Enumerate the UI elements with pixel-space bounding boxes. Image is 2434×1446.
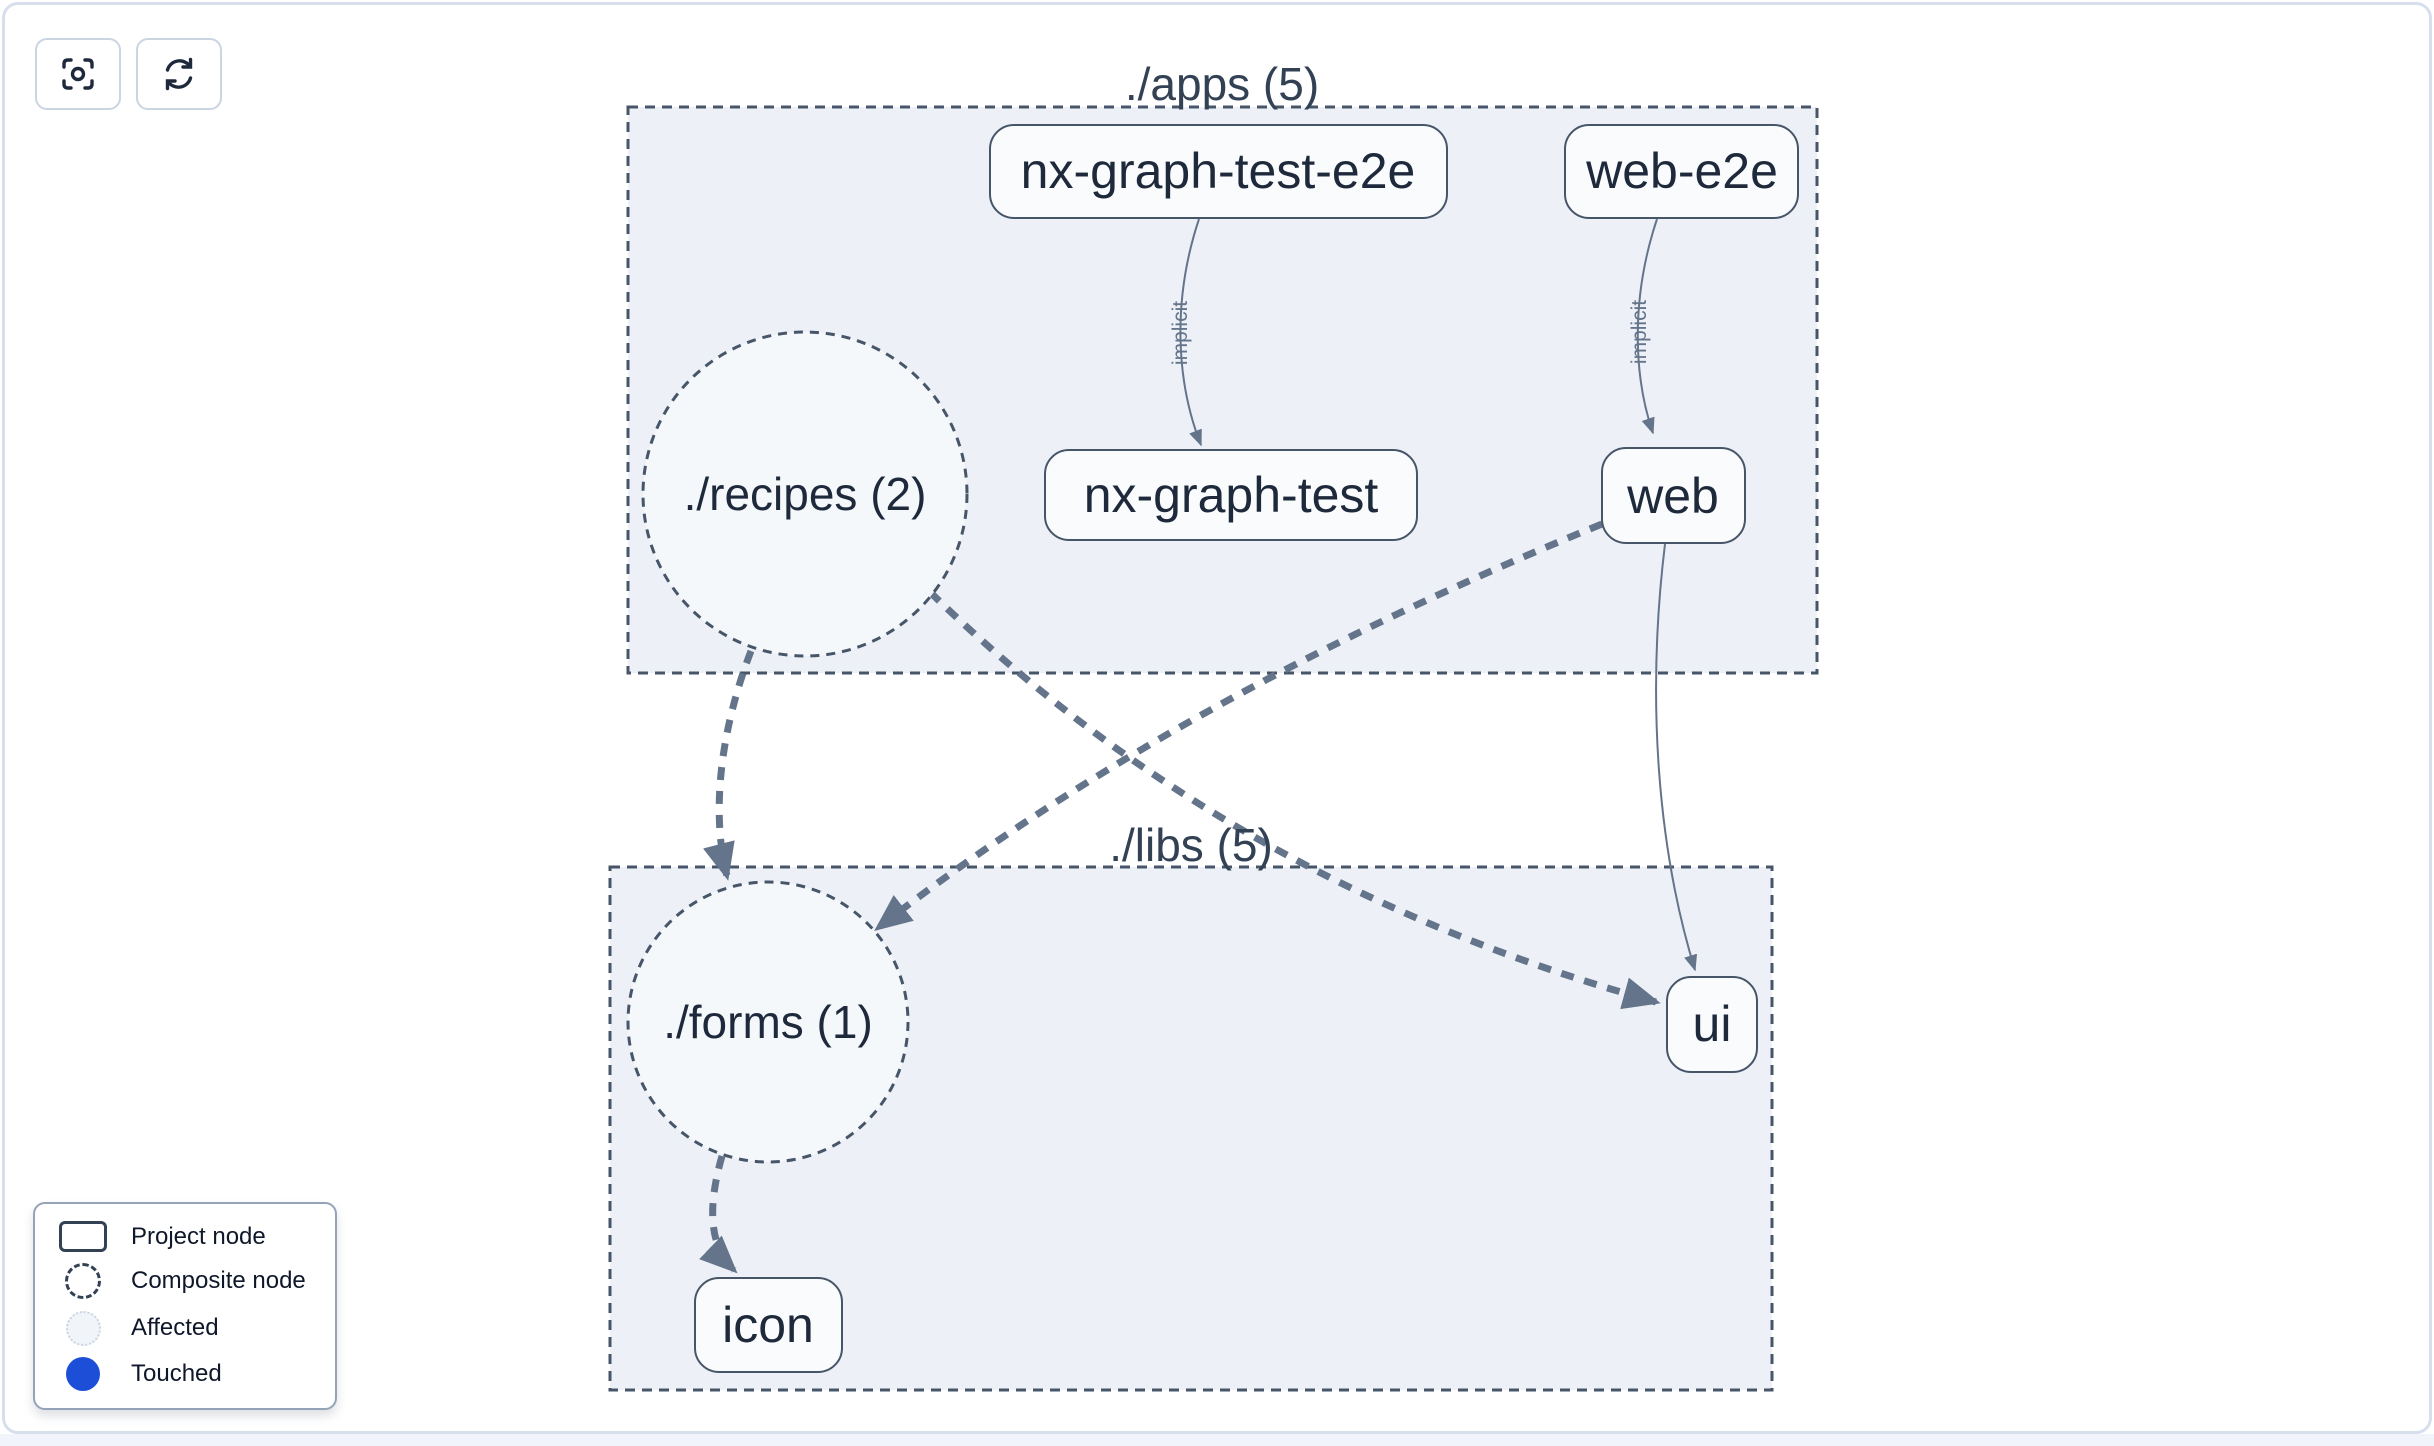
edge-web-e2e-to-web[interactable] xyxy=(1636,218,1658,435)
composite-node-recipes[interactable] xyxy=(641,330,969,658)
center-graph-button[interactable] xyxy=(35,38,121,110)
toolbar xyxy=(35,38,222,110)
project-node-nx-graph-test[interactable] xyxy=(1044,449,1418,541)
edge-web-to-forms[interactable] xyxy=(874,520,1604,932)
legend-item-affected: Affected xyxy=(35,1310,335,1346)
legend-label: Composite node xyxy=(131,1267,306,1295)
composite-node-recipes-label[interactable]: ./recipes (2) xyxy=(683,468,927,520)
project-node-nx-graph-test-e2e[interactable] xyxy=(989,124,1448,219)
project-node-swatch xyxy=(59,1221,107,1253)
legend-label: Touched xyxy=(131,1359,222,1387)
edge-label-implicit-1: implicit xyxy=(1169,300,1192,366)
project-node-web-label[interactable]: web xyxy=(1627,468,1719,524)
legend-item-composite-node: Composite node xyxy=(35,1263,335,1300)
composite-node-swatch xyxy=(65,1263,101,1300)
legend-item-project-node: Project node xyxy=(35,1221,335,1253)
window-bottom-strip xyxy=(0,1434,2434,1446)
project-node-icon[interactable] xyxy=(694,1277,843,1373)
legend-label: Affected xyxy=(131,1314,219,1342)
project-node-ui-label[interactable]: ui xyxy=(1692,996,1732,1052)
composite-node-forms[interactable] xyxy=(626,880,910,1164)
project-node-web-e2e-label[interactable]: web-e2e xyxy=(1586,143,1778,199)
affected-swatch xyxy=(65,1310,101,1346)
project-node-web-e2e[interactable] xyxy=(1564,124,1799,219)
edge-recipes-to-ui[interactable] xyxy=(927,589,1661,1010)
composite-node-forms-label[interactable]: ./forms (1) xyxy=(663,996,873,1048)
edge-nx-graph-test-e2e-to-nx-graph-test[interactable] xyxy=(1179,218,1202,447)
refresh-button[interactable] xyxy=(136,38,222,110)
project-node-nx-graph-test-label[interactable]: nx-graph-test xyxy=(1083,467,1379,523)
group-libs-label: ./libs (5) xyxy=(1109,819,1273,871)
edge-recipes-to-forms[interactable] xyxy=(703,649,755,881)
refresh-icon xyxy=(159,54,199,94)
project-node-ui[interactable] xyxy=(1666,976,1758,1073)
touched-swatch xyxy=(66,1356,100,1391)
project-node-icon-label[interactable]: icon xyxy=(722,1297,814,1353)
project-node-nx-graph-test-e2e-label[interactable]: nx-graph-test-e2e xyxy=(1020,143,1416,199)
edge-forms-to-icon[interactable] xyxy=(699,1155,738,1274)
edge-web-to-ui[interactable] xyxy=(1655,543,1698,972)
group-apps-label: ./apps (5) xyxy=(1124,58,1320,110)
focus-icon xyxy=(58,54,98,94)
project-node-web[interactable] xyxy=(1601,447,1746,544)
legend-item-touched: Touched xyxy=(35,1356,335,1391)
legend: Project node Composite node Affected Tou… xyxy=(33,1202,337,1410)
edge-label-implicit-2: implicit xyxy=(1628,299,1651,365)
legend-label: Project node xyxy=(131,1222,266,1250)
